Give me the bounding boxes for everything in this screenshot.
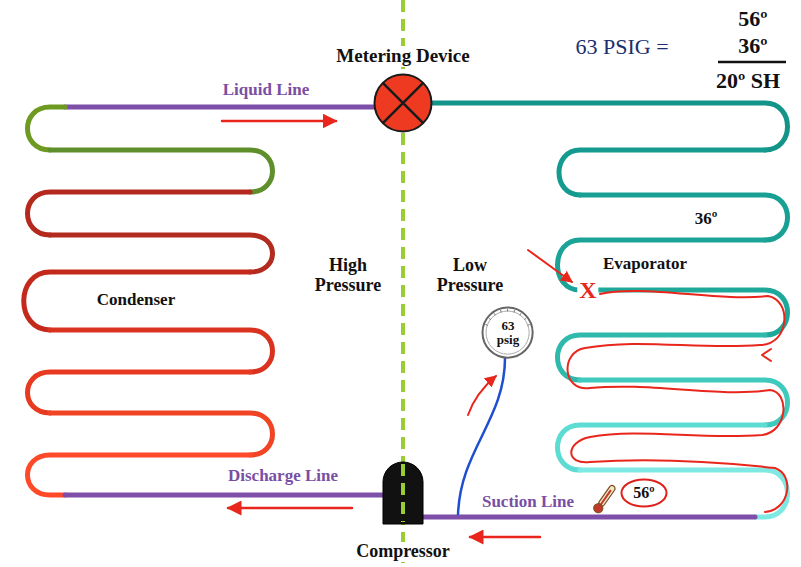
condenser-coil bbox=[24, 107, 385, 495]
problem-mark: X bbox=[577, 277, 598, 303]
flow-arrows bbox=[222, 121, 540, 537]
gauge-tick bbox=[520, 314, 521, 316]
flow-arrow bbox=[470, 536, 540, 539]
part-name: Condenser bbox=[95, 291, 177, 310]
line-label: Discharge Line bbox=[226, 467, 340, 486]
gauge-rim bbox=[483, 308, 533, 358]
gauge-hose bbox=[458, 358, 505, 515]
pointer-arrow bbox=[528, 250, 572, 282]
refrigerant-scribble bbox=[568, 291, 788, 512]
temperature-circle: 56º bbox=[620, 478, 668, 508]
gauge-tick bbox=[489, 319, 491, 321]
coil-row bbox=[580, 470, 788, 517]
gauge-tick bbox=[514, 310, 516, 312]
thermometer-fluid bbox=[600, 490, 611, 506]
metering-device-outline bbox=[373, 73, 433, 133]
liquid-line bbox=[65, 105, 375, 110]
gauge-tick bbox=[507, 309, 508, 311]
equation-term: 36º bbox=[736, 34, 769, 58]
coil-row bbox=[558, 335, 766, 380]
coil-row bbox=[28, 455, 251, 495]
coil-row bbox=[433, 103, 788, 150]
pressure-gauge: 63 psig bbox=[481, 306, 534, 359]
coil-row bbox=[24, 272, 250, 330]
gauge-face bbox=[486, 311, 529, 354]
thermometer-bulb bbox=[592, 502, 605, 515]
gauge-tick bbox=[486, 324, 488, 326]
zone-label: Low Pressure bbox=[422, 256, 518, 296]
zone-label: High Pressure bbox=[300, 256, 396, 296]
valve-body bbox=[375, 75, 432, 132]
coil-row bbox=[50, 235, 273, 272]
discharge-line bbox=[65, 493, 385, 498]
metering-device: Metering Device bbox=[373, 73, 433, 133]
gauge-tick bbox=[525, 319, 527, 321]
line-label: Suction Line bbox=[480, 493, 576, 512]
coil-row bbox=[559, 150, 765, 195]
compressor: Compressor bbox=[383, 462, 423, 524]
node-label: Compressor bbox=[353, 542, 453, 562]
flow-arrow bbox=[222, 120, 336, 123]
node-label: 63 psig bbox=[490, 319, 526, 346]
pointer-arrow bbox=[468, 376, 496, 415]
compressor-body bbox=[383, 462, 423, 524]
gauge-tick bbox=[494, 314, 495, 316]
valve-cross bbox=[383, 83, 423, 123]
equation-term: 63 PSIG = bbox=[573, 35, 670, 59]
thermometer-icon bbox=[592, 483, 617, 514]
coil-row bbox=[50, 330, 273, 372]
coil-row bbox=[28, 192, 251, 235]
check-mark bbox=[762, 349, 771, 361]
part-name: Evaporator bbox=[601, 255, 689, 274]
hand-circle bbox=[622, 480, 667, 507]
gauge-tick bbox=[500, 310, 502, 312]
coil-row bbox=[28, 107, 66, 150]
temperature-label: 36º bbox=[693, 210, 720, 229]
node-label: Metering Device bbox=[333, 46, 472, 67]
coil-row bbox=[580, 195, 788, 240]
node-label: 56º bbox=[633, 484, 654, 502]
subtraction-bar bbox=[718, 61, 786, 64]
equation-result: 20º SH bbox=[714, 69, 782, 93]
compressor-outline bbox=[383, 462, 423, 524]
evaporator-coil bbox=[420, 103, 788, 517]
coil-row bbox=[28, 372, 251, 413]
equation-term: 56º bbox=[736, 7, 769, 31]
flow-arrow bbox=[228, 507, 352, 510]
line-label: Liquid Line bbox=[221, 81, 311, 100]
suction-line bbox=[420, 515, 755, 520]
gauge-tick bbox=[528, 324, 530, 326]
pressure-divider bbox=[401, 464, 405, 522]
coil-row bbox=[50, 413, 273, 455]
coil-row bbox=[50, 150, 273, 192]
